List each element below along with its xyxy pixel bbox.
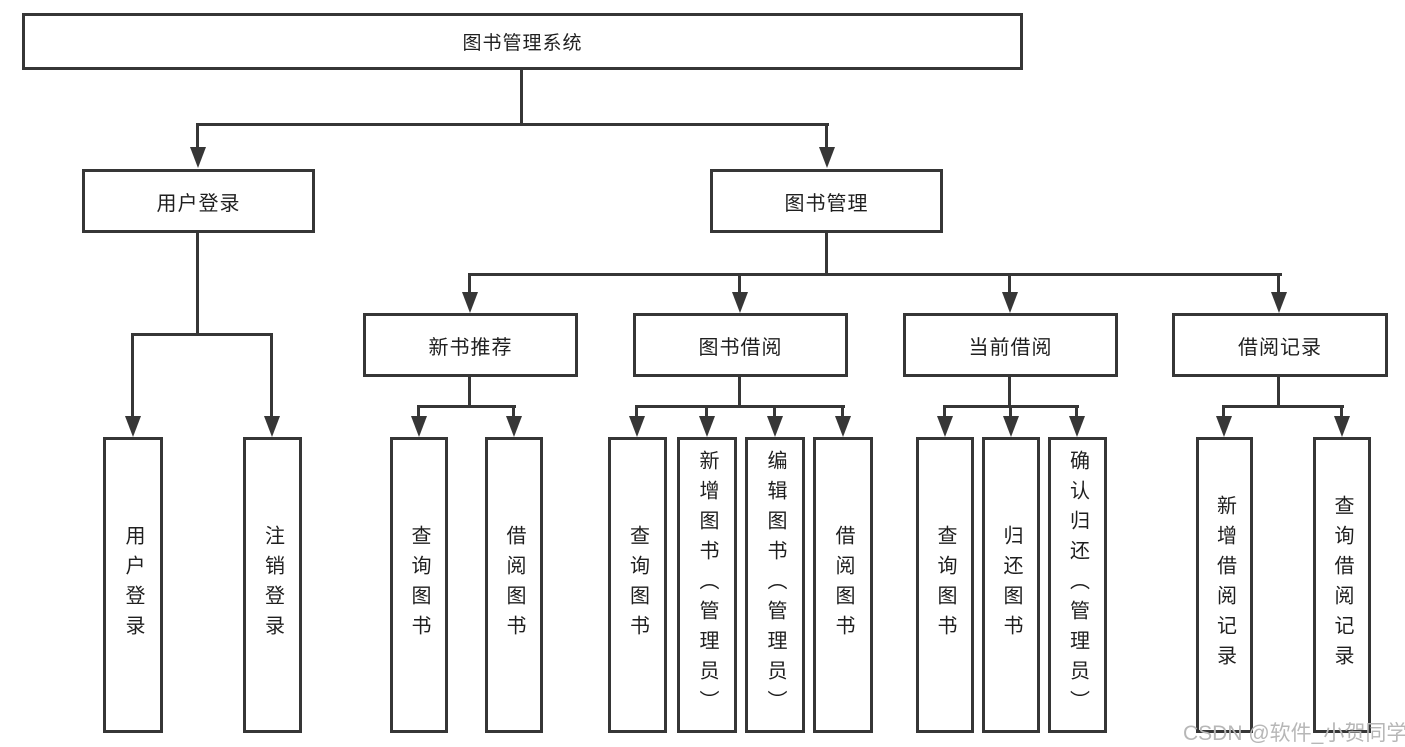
leaf-return-books: 归还图书 xyxy=(982,437,1040,733)
connector-root-stem xyxy=(520,69,523,126)
leaf-recommend-borrow-books: 借阅图书 xyxy=(485,437,543,733)
arrow-borrow-records xyxy=(1271,292,1287,313)
connector-current-borrowing-stem xyxy=(1008,377,1011,408)
node-user-login: 用户登录 xyxy=(82,169,315,233)
node-user-login-label: 用户登录 xyxy=(156,192,241,215)
node-current-borrowing: 当前借阅 xyxy=(903,313,1118,377)
connector-book-borrowing-bus xyxy=(636,405,845,408)
arrow-book-borrowing xyxy=(732,292,748,313)
connector-borrow-records-stem xyxy=(1277,377,1280,408)
connector-drop-user-login xyxy=(196,123,199,149)
leaf-logout-label: 注销登录 xyxy=(261,525,284,645)
node-new-book-recommend: 新书推荐 xyxy=(363,313,578,377)
node-new-book-recommend-label: 新书推荐 xyxy=(428,336,513,359)
arrow-rec-query xyxy=(411,416,427,437)
leaf-return-books-label: 归还图书 xyxy=(1000,525,1022,645)
connector-user-login-bus xyxy=(131,333,273,336)
leaf-edit-books-admin: 编辑图书（管理员） xyxy=(745,437,805,733)
connector-new-recommend-bus xyxy=(417,405,516,408)
leaf-recommend-query-books: 查询图书 xyxy=(390,437,448,733)
leaf-user-login: 用户登录 xyxy=(103,437,163,733)
connector-level1-bus xyxy=(196,123,829,126)
connector-borrow-records-bus xyxy=(1223,405,1344,408)
node-book-borrowing-label: 图书借阅 xyxy=(698,336,783,359)
leaf-borrowing-borrow-books: 借阅图书 xyxy=(813,437,873,733)
connector-drop-rec-query xyxy=(417,405,420,419)
leaf-add-borrow-record: 新增借阅记录 xyxy=(1196,437,1253,733)
connector-drop-borrow-records xyxy=(1277,273,1280,294)
connector-drop-book-mgmt xyxy=(825,123,828,149)
leaf-current-query-books-label: 查询图书 xyxy=(934,525,956,645)
connector-new-recommend-stem xyxy=(468,377,471,408)
connector-drop-new-recommend xyxy=(468,273,471,294)
connector-book-borrowing-stem xyxy=(738,377,741,408)
arrow-cb-query xyxy=(937,416,953,437)
connector-drop-current-borrowing xyxy=(1008,273,1011,294)
arrow-br-add xyxy=(1216,416,1232,437)
leaf-borrowing-borrow-books-label: 借阅图书 xyxy=(832,525,854,645)
leaf-recommend-borrow-books-label: 借阅图书 xyxy=(503,525,525,645)
connector-drop-book-borrowing xyxy=(738,273,741,294)
connector-book-mgmt-stem xyxy=(825,233,828,276)
connector-drop-rec-borrow xyxy=(512,405,515,419)
leaf-add-books-admin-label: 新增图书（管理员） xyxy=(696,450,718,720)
arrow-current-borrowing xyxy=(1002,292,1018,313)
node-borrow-records: 借阅记录 xyxy=(1172,313,1388,377)
arrow-book-mgmt xyxy=(819,147,835,168)
leaf-borrowing-query-books-label: 查询图书 xyxy=(626,525,649,645)
arrow-bb-add xyxy=(699,416,715,437)
connector-drop-cb-query xyxy=(943,405,946,419)
leaf-query-borrow-record-label: 查询借阅记录 xyxy=(1331,495,1353,675)
arrow-bb-edit xyxy=(767,416,783,437)
connector-drop-br-add xyxy=(1222,405,1225,419)
leaf-logout: 注销登录 xyxy=(243,437,302,733)
csdn-watermark: CSDN @软件_小贺同学 xyxy=(1183,722,1405,745)
arrow-rec-borrow xyxy=(506,416,522,437)
connector-drop-leaf-logout xyxy=(270,333,273,418)
connector-drop-bb-query xyxy=(635,405,638,419)
arrow-br-query xyxy=(1334,416,1350,437)
node-borrow-records-label: 借阅记录 xyxy=(1238,336,1322,359)
node-book-management: 图书管理 xyxy=(710,169,943,233)
arrow-new-recommend xyxy=(462,292,478,313)
leaf-borrowing-query-books: 查询图书 xyxy=(608,437,667,733)
connector-drop-leaf-user-login xyxy=(131,333,134,418)
leaf-query-borrow-record: 查询借阅记录 xyxy=(1313,437,1371,733)
arrow-cb-return xyxy=(1003,416,1019,437)
node-library-system: 图书管理系统 xyxy=(22,13,1023,70)
arrow-leaf-user-login xyxy=(125,416,141,437)
leaf-confirm-return-admin: 确认归还（管理员） xyxy=(1048,437,1107,733)
node-current-borrowing-label: 当前借阅 xyxy=(968,336,1053,359)
connector-level2-bus xyxy=(469,273,1282,276)
connector-drop-cb-confirm xyxy=(1075,405,1078,419)
connector-drop-bb-edit xyxy=(773,405,776,419)
leaf-current-query-books: 查询图书 xyxy=(916,437,974,733)
connector-drop-cb-return xyxy=(1009,405,1012,419)
leaf-user-login-label: 用户登录 xyxy=(122,525,144,645)
arrow-bb-query xyxy=(629,416,645,437)
arrow-user-login xyxy=(190,147,206,168)
arrow-bb-borrow xyxy=(835,416,851,437)
leaf-recommend-query-books-label: 查询图书 xyxy=(408,525,430,645)
connector-drop-bb-add xyxy=(705,405,708,419)
arrow-cb-confirm xyxy=(1069,416,1085,437)
connector-drop-br-query xyxy=(1340,405,1343,419)
connector-drop-bb-borrow xyxy=(841,405,844,419)
connector-user-login-stem xyxy=(196,233,199,336)
leaf-add-borrow-record-label: 新增借阅记录 xyxy=(1213,495,1236,675)
node-book-borrowing: 图书借阅 xyxy=(633,313,848,377)
leaf-add-books-admin: 新增图书（管理员） xyxy=(677,437,737,733)
leaf-confirm-return-admin-label: 确认归还（管理员） xyxy=(1066,450,1089,720)
leaf-edit-books-admin-label: 编辑图书（管理员） xyxy=(764,450,786,720)
node-library-system-label: 图书管理系统 xyxy=(462,33,583,54)
arrow-leaf-logout xyxy=(264,416,280,437)
node-book-management-label: 图书管理 xyxy=(784,192,869,215)
